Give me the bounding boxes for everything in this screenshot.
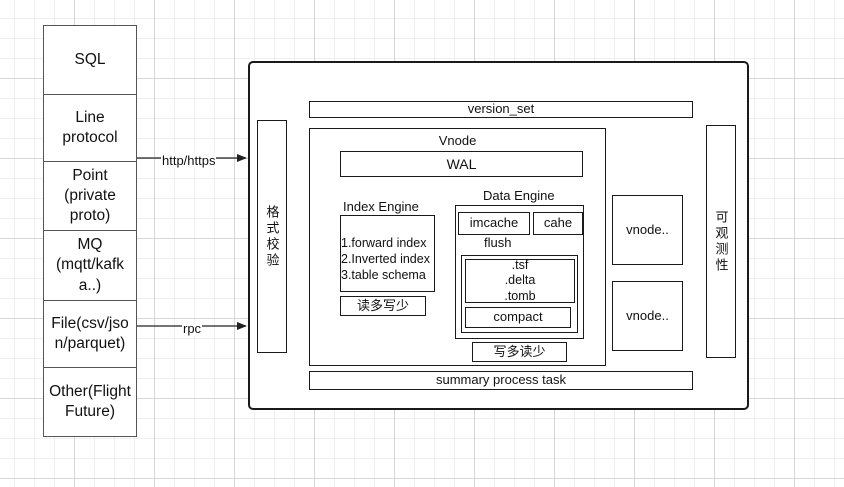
tsm-files-box: .tsf .delta .tomb (465, 257, 575, 303)
protocol-other-label: Other(Flight Future) (49, 382, 131, 420)
wal-box: WAL (340, 151, 583, 177)
imcache-label: imcache (469, 215, 519, 231)
summary-task-box: summary process task (309, 371, 693, 390)
compact-box: compact (465, 307, 571, 328)
index-item-forward: 1.forward index (341, 236, 427, 250)
protocol-point-label: Point (private proto) (64, 166, 116, 225)
vnode-more-2-label: vnode.. (626, 307, 669, 323)
index-engine-title: Index Engine (343, 199, 419, 214)
version-set-label: version_set (467, 101, 535, 117)
index-engine-box: 1.forward index 2.Inverted index 3.table… (340, 215, 435, 292)
file-delta: .delta (504, 273, 536, 288)
summary-task-label: summary process task (435, 372, 567, 388)
vnode-more-1-label: vnode.. (626, 221, 669, 237)
protocol-line-label: Line protocol (62, 108, 118, 146)
validation-label: 格式校验 (264, 204, 280, 269)
index-engine-note: 读多写少 (356, 297, 409, 313)
observability-box: 可观测性 (706, 125, 736, 358)
protocol-file-label: File(csv/jso n/parquet) (51, 314, 129, 352)
flush-label: flush (484, 235, 512, 250)
compact-label: compact (493, 309, 543, 325)
validation-box: 格式校验 (257, 120, 287, 353)
version-set-box: version_set (309, 101, 693, 118)
http-label: http/https (161, 153, 217, 168)
index-item-schema: 3.table schema (341, 268, 426, 282)
rpc-label: rpc (182, 321, 203, 336)
observability-label: 可观测性 (713, 209, 729, 274)
data-engine-title: Data Engine (483, 188, 555, 203)
cache-box: cahe (533, 212, 583, 235)
file-tsf: .tsf (511, 257, 529, 272)
protocol-sql: SQL (44, 26, 136, 94)
imcache-box: imcache (458, 212, 530, 235)
cache-label: cahe (543, 215, 573, 231)
data-engine-note-box: 写多读少 (472, 342, 567, 362)
protocol-point: Point (private proto) (44, 161, 136, 230)
vnode-more-2: vnode.. (612, 281, 683, 351)
vnode-title: Vnode (438, 133, 477, 148)
file-tomb: .tomb (504, 288, 536, 303)
wal-label: WAL (446, 156, 477, 172)
protocol-sql-label: SQL (74, 50, 106, 68)
protocol-file: File(csv/jso n/parquet) (44, 300, 136, 367)
protocol-mq-label: MQ (mqtt/kafk a..) (55, 236, 125, 294)
index-item-inverted: 2.Inverted index (341, 252, 430, 266)
data-engine-note: 写多读少 (493, 343, 546, 359)
protocol-line: Line protocol (44, 94, 136, 161)
vnode-more-1: vnode.. (612, 195, 683, 265)
protocol-other: Other(Flight Future) (44, 367, 136, 436)
index-engine-note-box: 读多写少 (340, 296, 426, 316)
protocol-stack: SQL Line protocol Point (private proto) … (43, 25, 137, 437)
protocol-mq: MQ (mqtt/kafk a..) (44, 230, 136, 300)
